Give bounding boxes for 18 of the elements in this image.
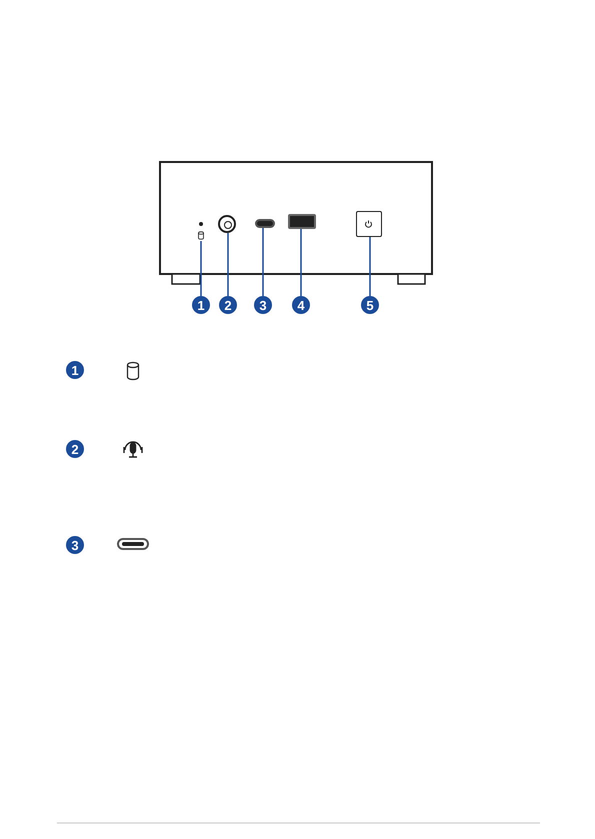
callout-number: 1 [192,296,210,314]
leader-line [300,229,302,296]
indicator-light [196,219,206,241]
callout-number: 4 [292,296,310,314]
usb-c-port [255,219,275,228]
leader-line [200,241,202,296]
callout-number: 3 [254,296,272,314]
callout-number: 1 [66,361,84,379]
callout-number: 2 [219,296,237,314]
leader-line [227,233,229,296]
callout-number: 3 [66,536,84,554]
callout-number: 5 [361,296,379,314]
power-button [356,211,382,237]
usb-a-port [288,214,316,229]
callout-number: 2 [66,440,84,458]
audio-jack [218,215,236,233]
leader-line [369,237,371,296]
leader-line [262,228,264,296]
